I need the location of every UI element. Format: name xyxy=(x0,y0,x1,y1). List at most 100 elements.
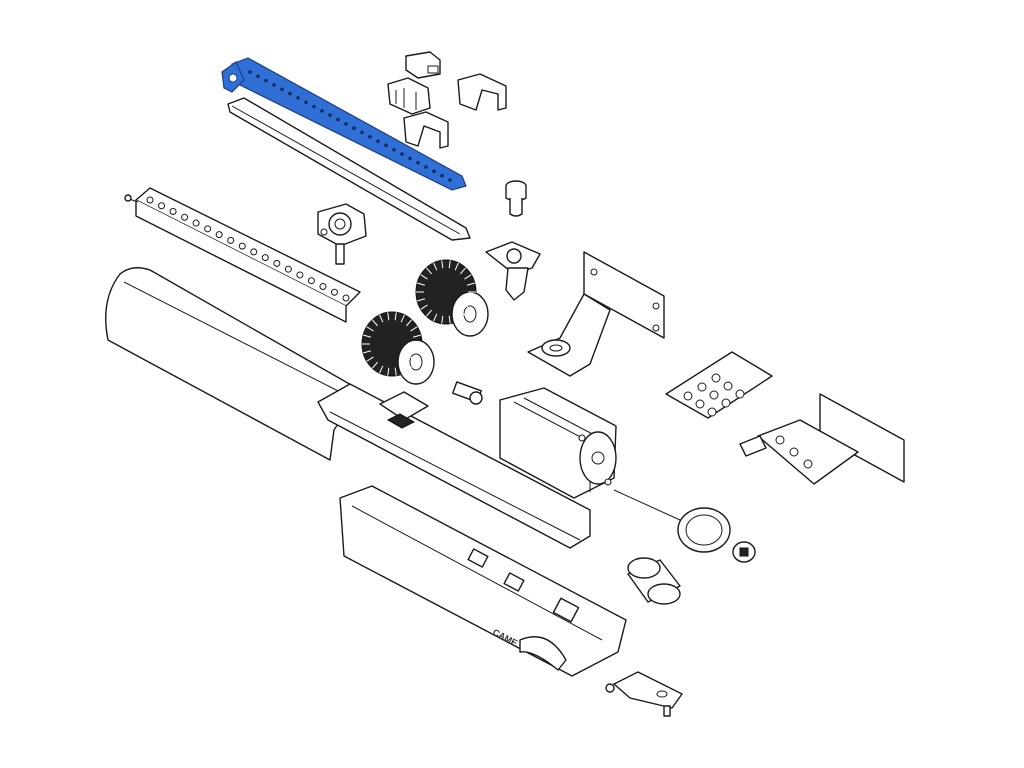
plate-hole xyxy=(723,381,733,391)
gear-tooth xyxy=(441,260,444,269)
electric-motor[interactable] xyxy=(499,387,617,499)
gear-tooth xyxy=(417,298,426,302)
gear-wheel-front[interactable] xyxy=(361,311,435,385)
rack-hole xyxy=(320,109,324,113)
gear-tooth xyxy=(433,262,438,271)
gear-tooth xyxy=(371,361,378,369)
shaft-hole xyxy=(238,242,246,250)
gear-tooth xyxy=(417,282,426,286)
rack-hole xyxy=(432,169,436,174)
gear-tooth xyxy=(366,326,374,332)
gear-tooth xyxy=(454,262,459,271)
gear-tooth xyxy=(363,334,372,338)
gear-tooth xyxy=(466,282,475,286)
microswitch-block[interactable] xyxy=(387,51,441,115)
fixing-bracket-right[interactable] xyxy=(739,393,905,485)
gear-tooth xyxy=(379,314,384,323)
gear-tooth xyxy=(420,274,428,280)
rack-hole xyxy=(400,152,404,156)
shaft-hole xyxy=(342,294,350,302)
gear-tooth xyxy=(464,274,472,280)
rack-hole xyxy=(336,117,340,122)
encoder-washer[interactable] xyxy=(732,541,756,563)
gear-wheel-rear[interactable] xyxy=(415,259,489,337)
encoder-disc[interactable] xyxy=(613,489,731,553)
gear-tooth xyxy=(387,312,390,321)
shaft-hole xyxy=(273,259,281,267)
rack-hole xyxy=(392,147,396,152)
rack-hole xyxy=(288,91,292,96)
pinion-holder[interactable] xyxy=(317,203,367,265)
plate-hole xyxy=(709,390,719,400)
rack-hole xyxy=(264,78,268,83)
rack-hole xyxy=(344,122,348,126)
shaft-hole xyxy=(296,271,304,279)
gear-tooth xyxy=(425,309,432,317)
rack-hole xyxy=(424,165,428,169)
plate-hole xyxy=(695,399,705,409)
gear-tooth xyxy=(400,365,405,374)
gear-tooth xyxy=(412,350,421,354)
rack-hole xyxy=(416,160,420,165)
gear-tooth xyxy=(394,312,397,321)
shaft-hole xyxy=(284,265,292,273)
shaft-hole xyxy=(227,236,235,244)
main-housing-cover[interactable] xyxy=(105,267,361,461)
gear-tooth xyxy=(448,260,451,269)
plate-hole xyxy=(721,398,731,408)
cam-bracket-left[interactable] xyxy=(403,111,449,149)
gear-tooth xyxy=(448,315,451,324)
gear-tooth xyxy=(379,365,384,374)
fixing-bracket-upper[interactable] xyxy=(527,251,665,377)
gear-tooth xyxy=(410,326,418,332)
plate-hole xyxy=(697,382,707,392)
gear-tooth xyxy=(394,367,397,376)
gear-tooth xyxy=(406,319,413,327)
worm-shaft[interactable] xyxy=(124,187,361,323)
gear-tooth xyxy=(400,314,405,323)
rack-strip-highlighted[interactable] xyxy=(221,57,467,191)
gear-tooth xyxy=(460,309,467,317)
gear-tooth xyxy=(371,319,378,327)
rack-hole xyxy=(280,87,284,92)
shaft-hole xyxy=(319,282,327,290)
rack-hole xyxy=(360,130,364,135)
shaft-hole xyxy=(192,219,200,227)
mounting-plate[interactable] xyxy=(665,351,773,419)
gearbox-housing[interactable] xyxy=(317,383,591,549)
gear-tooth xyxy=(363,350,372,354)
shaft-hole xyxy=(204,225,212,233)
shaft-hole xyxy=(146,196,154,204)
shaft-hole xyxy=(169,208,177,216)
cam-bracket-right[interactable] xyxy=(457,73,507,111)
rack-hole xyxy=(272,83,276,87)
shaft-hole xyxy=(307,277,315,285)
gear-tooth xyxy=(406,361,413,369)
gear-tooth xyxy=(433,313,438,322)
shaft-hole xyxy=(250,248,258,256)
rack-hole xyxy=(296,96,300,100)
release-lever[interactable] xyxy=(605,671,683,717)
shaft-hole xyxy=(330,288,338,296)
gear-tooth xyxy=(464,304,472,310)
rack-hole xyxy=(328,113,332,117)
rack-hole xyxy=(384,143,388,148)
rack-hole xyxy=(352,126,356,130)
fixing-bolt[interactable] xyxy=(505,180,527,217)
shaft-hole xyxy=(181,213,189,221)
guide-strip[interactable] xyxy=(227,97,471,241)
plate-hole xyxy=(711,373,721,383)
rack-hole xyxy=(256,74,260,79)
gear-tooth xyxy=(366,356,374,362)
gear-tooth xyxy=(425,267,432,275)
control-unit-base[interactable]: CAME xyxy=(339,485,627,677)
limit-switch-assembly[interactable] xyxy=(485,241,541,301)
rack-hole xyxy=(368,135,372,139)
capacitor[interactable] xyxy=(627,557,681,605)
shaft-hole xyxy=(158,202,166,210)
shaft-coupling[interactable] xyxy=(452,381,483,405)
rack-hole xyxy=(448,178,452,182)
plate-hole xyxy=(683,391,693,401)
